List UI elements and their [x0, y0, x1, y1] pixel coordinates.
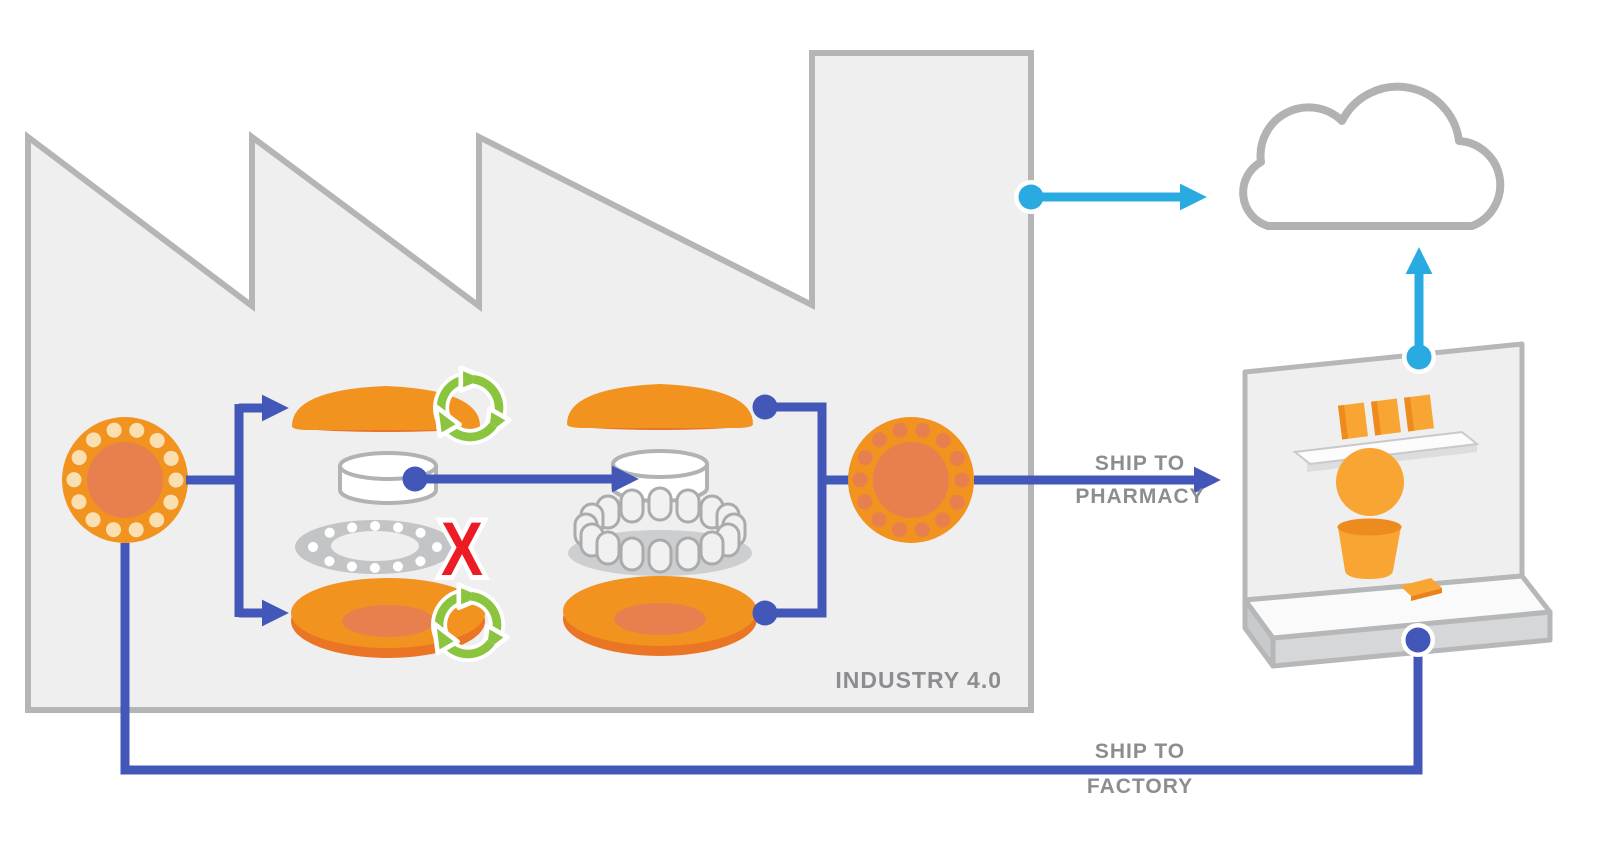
- medicine-box-1: [1338, 402, 1368, 440]
- ship-to-factory-line: [120, 543, 1423, 775]
- branch-connector-left: [186, 394, 289, 627]
- ship-to-factory-label: SHIP TO FACTORY: [1087, 740, 1193, 798]
- base-dish-right-icon: [563, 576, 757, 656]
- pharmacy-scene: [1242, 341, 1553, 669]
- merge-connector-right: [752, 394, 850, 626]
- ship-to-pharmacy-label: SHIP TO PHARMACY: [1075, 452, 1204, 508]
- empty-capsule-ring-icon: [295, 520, 455, 574]
- svg-text:SHIP TO: SHIP TO: [1095, 452, 1185, 475]
- pharmacist-figure: [1336, 448, 1404, 579]
- canister-transfer-arrow: [402, 465, 639, 493]
- filled-capsule-ring-icon: [568, 486, 752, 576]
- pharmacist-head: [1336, 448, 1404, 516]
- medicine-box-2: [1371, 398, 1401, 436]
- svg-text:PHARMACY: PHARMACY: [1075, 485, 1204, 508]
- medicine-box-3: [1404, 394, 1434, 432]
- svg-text:SHIP TO: SHIP TO: [1095, 740, 1185, 763]
- factory-to-cloud-arrow: [1014, 180, 1207, 214]
- cloud-icon: [1239, 82, 1505, 230]
- device-cap-left-icon: [292, 386, 480, 432]
- counter-item-icon: [1400, 578, 1442, 601]
- factory-label: INDUSTRY 4.0: [835, 667, 1002, 693]
- rotary-carousel-right-icon: [848, 417, 974, 543]
- pharmacist-body: [1338, 527, 1401, 579]
- pharmacy-return-node: [1401, 623, 1435, 657]
- device-cap-right-icon: [567, 384, 753, 430]
- rejected-x-mark: X: [441, 507, 483, 592]
- factory-outline-icon: [25, 50, 1034, 713]
- pharmacist-collar: [1337, 518, 1402, 536]
- pharmacy-to-cloud-arrow: [1402, 247, 1436, 374]
- svg-text:FACTORY: FACTORY: [1087, 775, 1193, 798]
- rotary-carousel-left-icon: [62, 417, 188, 543]
